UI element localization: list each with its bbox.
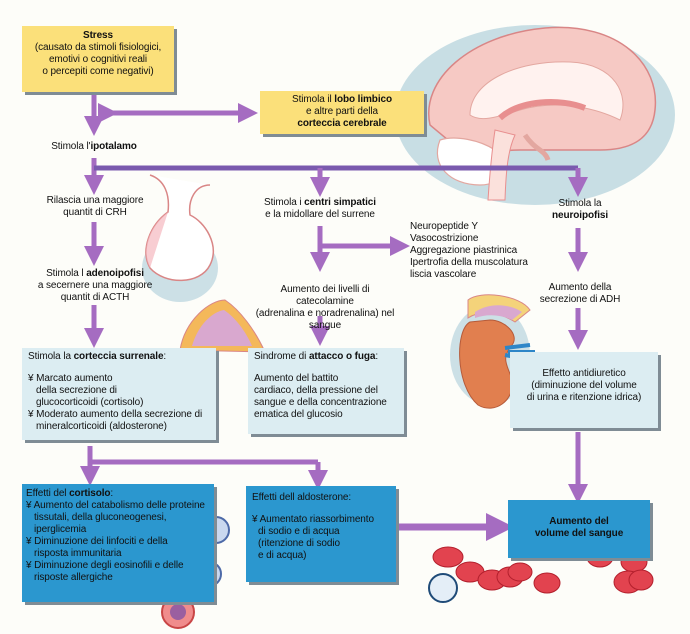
cortisol-bullet: ¥ Diminuzione degli eosinofili e delle <box>26 560 184 571</box>
crh-label: Rilascia una maggiore quantit di CRH <box>30 195 160 219</box>
limbic-line3: corteccia cerebrale <box>297 118 387 129</box>
fight-flight-line: Aumento del battito <box>254 373 339 384</box>
sympathetic-label: Stimola i centri simpatici e la midollar… <box>250 197 390 221</box>
aldosterone-line: di sodio e di acqua <box>258 526 340 537</box>
fight-flight-bold: attacco o fuga <box>308 351 376 362</box>
adrenal-cortex-bullet: ¥ Marcato aumento <box>28 373 113 384</box>
fight-flight-line: ematica del glucosio <box>254 409 343 420</box>
adenohypophysis-bold: adenoipofisi <box>86 268 144 279</box>
adh-label: Aumento della secrezione di ADH <box>530 282 630 306</box>
adrenal-cortex-bold: corteccia surrenale <box>73 351 164 362</box>
neuropeptide-item: Ipertrofia della muscolatura <box>410 257 528 268</box>
cortisol-bullet-cont: risposte allergiche <box>34 572 113 583</box>
cortisol-pre: Effetti del <box>26 488 70 499</box>
crh-line1: Rilascia una maggiore <box>46 195 144 206</box>
cortisol-effects-box: Effetti del cortisolo: ¥ Aumento del cat… <box>22 484 214 602</box>
cortisol-bullet-cont: iperglicemia <box>34 524 87 535</box>
neuropeptide-list: Neuropeptide Y Vasocostrizione Aggregazi… <box>410 221 550 281</box>
hypothalamus-bold: ipotalamo <box>90 141 137 152</box>
catecholamines-line: Aumento dei livelli di <box>280 284 370 295</box>
cortisol-bullet-cont: risposta immunitaria <box>34 548 122 559</box>
limbic-pre: Stimola il <box>292 94 335 105</box>
adenohypophysis-line2: a secernere una maggiore <box>37 280 153 291</box>
stress-box: Stress (causato da stimoli fisiologici, … <box>22 26 174 92</box>
limbic-bold: lobo limbico <box>334 94 392 105</box>
aldosterone-title: Effetti dell aldosterone: <box>252 492 352 503</box>
blood-cells-illustration <box>432 546 654 594</box>
cortisol-bold: cortisolo <box>69 488 111 499</box>
cortisol-bullet-cont: tissutali, della gluconeogenesi, <box>34 512 167 523</box>
catecholamines-line: (adrenalina e noradrenalina) nel sangue <box>255 308 395 331</box>
adrenal-cortex-pre: Stimola la <box>28 351 74 362</box>
adrenal-cortex-bullet-cont: glucocorticoidi (cortisolo) <box>36 397 144 408</box>
fight-flight-pre: Sindrome di <box>254 351 309 362</box>
adh-line1: Aumento della <box>548 282 612 293</box>
adenohypophysis-pre: Stimola l <box>46 268 87 279</box>
hypothalamus-pre: Stimola l' <box>51 141 91 152</box>
hypothalamus-label: Stimola l'ipotalamo <box>34 141 154 153</box>
adenohypophysis-line3: quantit di ACTH <box>60 292 130 303</box>
blood-volume-line1: Aumento del <box>549 516 609 527</box>
sympathetic-bold: centri simpatici <box>304 197 376 208</box>
sympathetic-pre: Stimola i <box>264 197 305 208</box>
cortisol-bullet: ¥ Aumento del catabolismo delle proteine <box>26 500 205 511</box>
neuropeptide-item: Vasocostrizione <box>410 233 479 244</box>
antidiuretic-line: Effetto antidiuretico <box>542 368 626 379</box>
sympathetic-line2: e la midollare del surrene <box>265 209 375 220</box>
stress-line: (causato da stimoli fisiologici, <box>34 42 162 53</box>
crh-line2: quantit di CRH <box>63 207 127 218</box>
limbic-line2: e altre parti della <box>305 106 379 117</box>
stress-title: Stress <box>83 30 113 41</box>
adh-line2: secrezione di ADH <box>539 294 621 305</box>
adrenal-cortex-post: : <box>163 351 167 362</box>
pituitary-illustration <box>142 174 218 302</box>
stress-line: o percepiti come negativi) <box>42 66 154 77</box>
fight-flight-line: cardiaco, della pressione del <box>254 385 378 396</box>
antidiuretic-line: (diminuzione del volume <box>531 380 637 391</box>
cortisol-bullet: ¥ Diminuzione dei linfociti e della <box>26 536 168 547</box>
antidiuretic-box: Effetto antidiuretico (diminuzione del v… <box>510 352 658 428</box>
aldosterone-line: e di acqua) <box>258 550 307 561</box>
limbic-box: Stimola il lobo limbico e altre parti de… <box>260 91 424 134</box>
catecholamines-line: catecolamine <box>296 296 354 307</box>
adrenal-cortex-bullet-cont: mineralcorticoidi (aldosterone) <box>36 421 167 432</box>
neurohypophysis-label: Stimola la neuroipofisi <box>538 198 622 222</box>
aldosterone-line: ¥ Aumentato riassorbimento <box>252 514 374 525</box>
adrenal-cortex-bullet-cont: della secrezione di <box>36 385 117 396</box>
adrenal-cortex-box: Stimola la corteccia surrenale: ¥ Marcat… <box>22 348 216 440</box>
antidiuretic-line: di urina e ritenzione idrica) <box>526 392 642 403</box>
adrenal-gland-illustration <box>179 299 266 353</box>
cortisol-post: : <box>110 488 114 499</box>
fight-flight-post: : <box>375 351 379 362</box>
fight-flight-box: Sindrome di attacco o fuga: Aumento del … <box>248 348 404 434</box>
neuropeptide-item: Aggregazione piastrinica <box>410 245 518 256</box>
adrenal-cortex-bullet: ¥ Moderato aumento della secrezione di <box>28 409 203 420</box>
adenohypophysis-label: Stimola l adenoipofisi a secernere una m… <box>22 268 168 304</box>
aldosterone-effects-box: Effetti dell aldosterone: ¥ Aumentato ri… <box>246 486 396 582</box>
catecholamines-label: Aumento dei livelli di catecolamine (adr… <box>240 284 410 332</box>
neurohypophysis-line1: Stimola la <box>558 198 602 209</box>
neuropeptide-item: liscia vascolare <box>410 269 477 280</box>
brain-illustration <box>395 25 675 205</box>
fight-flight-line: sangue e della concentrazione <box>254 397 387 408</box>
aldosterone-line: (ritenzione di sodio <box>258 538 340 549</box>
stress-line: emotivi o cognitivi reali <box>48 54 148 65</box>
neurohypophysis-bold: neuroipofisi <box>551 210 609 221</box>
blood-volume-line2: volume del sangue <box>534 528 624 539</box>
neuropeptide-item: Neuropeptide Y <box>410 221 478 232</box>
blood-volume-box: Aumento del volume del sangue <box>508 500 650 558</box>
